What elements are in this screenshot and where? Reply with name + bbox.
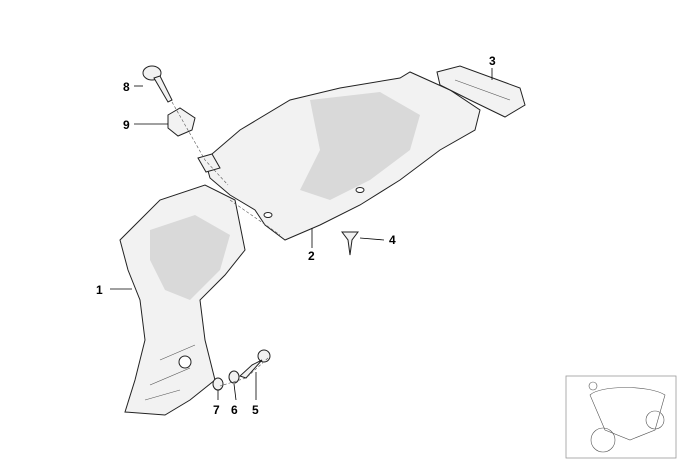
part-1-inner-fender[interactable] — [119, 184, 246, 416]
callout-6[interactable]: 6 — [231, 403, 238, 417]
part-8-bolt[interactable] — [142, 65, 173, 103]
leader-lines — [110, 68, 493, 401]
part-3-cover[interactable] — [436, 65, 526, 118]
part-5-screw[interactable] — [239, 349, 271, 379]
callout-7[interactable]: 7 — [213, 403, 220, 417]
part-9-clip-nut-installed — [197, 153, 221, 173]
callout-8[interactable]: 8 — [123, 80, 130, 94]
callout-2[interactable]: 2 — [308, 249, 315, 263]
callout-1[interactable]: 1 — [96, 283, 103, 297]
callout-3[interactable]: 3 — [489, 54, 496, 68]
part-7-washer[interactable] — [212, 377, 224, 391]
part-9-clip-nut[interactable] — [167, 107, 196, 137]
motorcycle-thumbnail[interactable] — [565, 375, 677, 459]
part-4-rivet[interactable] — [341, 231, 359, 256]
callout-9[interactable]: 9 — [123, 118, 130, 132]
part-6-nut[interactable] — [228, 370, 240, 384]
callout-4[interactable]: 4 — [389, 233, 396, 247]
callout-5[interactable]: 5 — [252, 403, 259, 417]
part-2-rear-fender[interactable] — [204, 71, 481, 241]
